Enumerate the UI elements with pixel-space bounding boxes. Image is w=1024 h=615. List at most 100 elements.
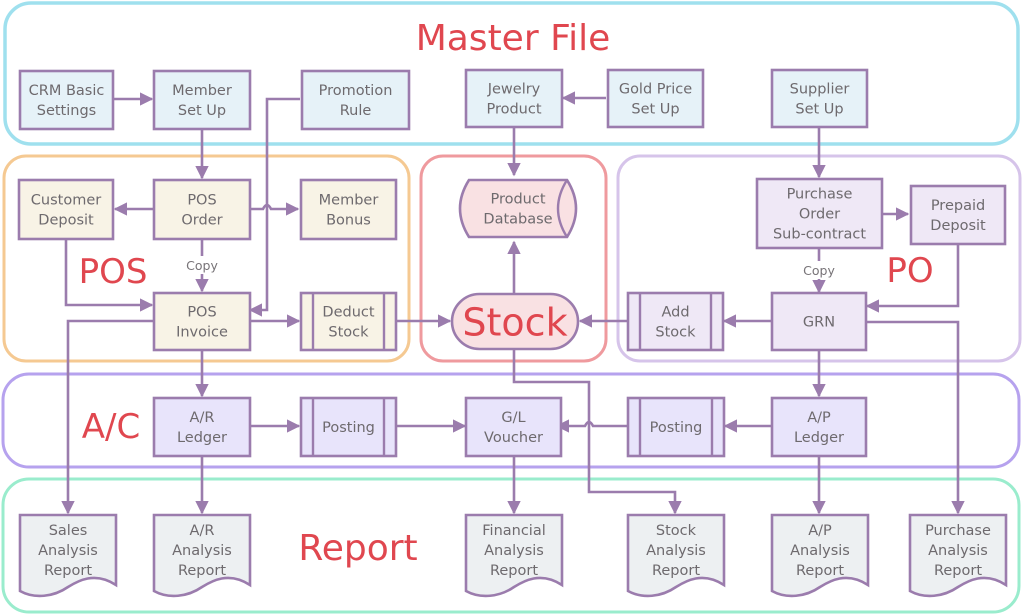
stock-terminal-shape	[450, 292, 580, 351]
node-label-line: Financial	[482, 523, 546, 539]
section-title-pos: POS	[79, 252, 148, 292]
section-master-file	[3, 1, 1020, 146]
node-label-line: A/P	[808, 523, 832, 539]
node-label-line: Customer	[31, 193, 101, 209]
node-box	[909, 184, 1007, 246]
node-posting-ar: Posting	[299, 396, 398, 458]
node-label-line: Purchase	[925, 523, 991, 539]
edge-grn-purchasereport	[866, 320, 965, 515]
node-label-line: Purchase	[787, 187, 853, 203]
node-label-line: Sub-contract	[773, 227, 866, 243]
node-label-line: POS	[187, 193, 216, 209]
node-label-line: Order	[799, 207, 840, 223]
node-label-line: Sales	[49, 523, 88, 539]
node-box	[299, 396, 398, 458]
node-box	[606, 68, 705, 129]
node-box	[626, 291, 725, 352]
node-label-line: Invoice	[176, 325, 228, 341]
node-label-line: Report	[652, 563, 700, 579]
node-label-line: Database	[483, 212, 552, 228]
node-label-line: Gold Price	[619, 82, 692, 98]
edge-posinvoice-salesreport	[61, 319, 154, 515]
node-label-line: Member	[172, 83, 232, 99]
node-label-line: Rule	[340, 103, 372, 119]
node-label-line: Set Up	[795, 102, 843, 118]
edge-promotion-posinvoice	[248, 97, 300, 317]
node-label-line: Report	[44, 563, 92, 579]
node-box	[300, 69, 411, 131]
node-label-line: Supplier	[790, 82, 850, 98]
node-box	[770, 291, 868, 352]
node-pos-order: POS Order	[152, 178, 252, 241]
node-label-line: Voucher	[484, 430, 543, 446]
node-label-line: Analysis	[646, 543, 706, 559]
node-label-line: Report	[178, 563, 226, 579]
node-label-line: Order	[181, 213, 222, 229]
node-box	[464, 396, 563, 458]
node-label-line: A/P	[807, 410, 831, 426]
node-label-line: Member	[319, 193, 379, 209]
node-label-line: Add	[661, 305, 689, 321]
node-label-line: Analysis	[928, 543, 988, 559]
node-label-line: Analysis	[172, 543, 232, 559]
node-grn: GRN	[770, 291, 868, 352]
node-box	[152, 69, 252, 131]
node-box	[152, 178, 252, 241]
node-label-line: Settings	[37, 103, 96, 119]
node-label-line: CRM Basic	[29, 83, 105, 99]
section-title-report: Report	[298, 528, 417, 569]
node-box	[626, 396, 726, 458]
node-label-line: Deposit	[930, 218, 986, 234]
node-label-line: Analysis	[38, 543, 98, 559]
node-stock: Stock	[450, 292, 580, 351]
node-label-line: Set Up	[631, 102, 679, 118]
edges	[61, 91, 965, 515]
node-label-line: Product	[490, 192, 545, 208]
node-label-line: Report	[796, 563, 844, 579]
database-inner-curve	[556, 179, 569, 238]
document-shape	[626, 513, 726, 598]
document-shape	[908, 513, 1008, 598]
node-label-line: Bonus	[326, 213, 371, 229]
node-label-line: POS	[187, 305, 216, 321]
node-label-line: Prepaid	[931, 198, 985, 214]
copy-label-bg	[799, 261, 839, 279]
edge-label-po-copy: Copy	[803, 263, 835, 278]
node-label-line: Stock	[655, 325, 696, 341]
document-shape	[152, 513, 252, 598]
section-report	[1, 477, 1021, 614]
node-label-line: Posting	[322, 420, 375, 436]
document-shape	[464, 513, 564, 598]
node-label-line: Product	[486, 102, 541, 118]
node-box	[18, 69, 115, 131]
section-ac	[1, 372, 1021, 469]
edge-custdeposit-posinvoice	[64, 239, 154, 312]
node-label-line: Analysis	[790, 543, 850, 559]
edge-prepaid-grn	[865, 244, 960, 313]
node-box	[17, 178, 115, 241]
edge-posorder-memberbonus	[250, 202, 300, 216]
node-label-line: Analysis	[484, 543, 544, 559]
node-label-line: Report	[490, 563, 538, 579]
edge-stock-stockreport	[512, 349, 682, 515]
document-shape	[18, 513, 118, 598]
